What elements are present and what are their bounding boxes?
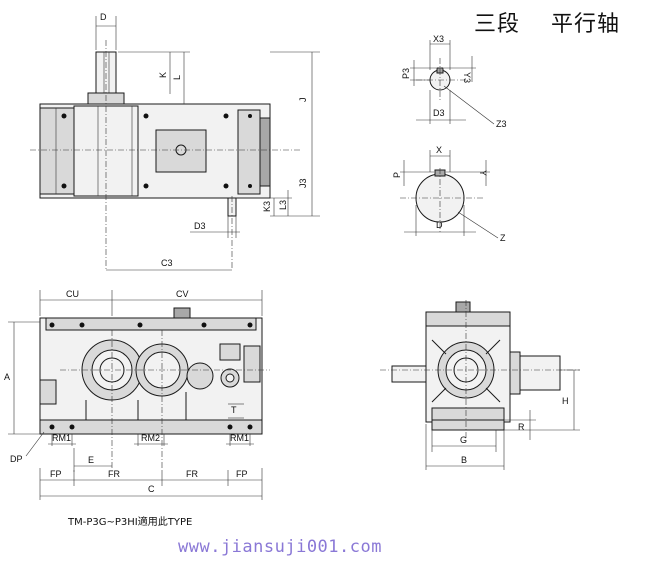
dim-Y: Y [478,170,488,176]
dim-L: L [172,75,182,80]
gear-bore-3 [186,362,214,390]
dim-Y3: Y3 [462,72,472,83]
dim-Z: Z [500,233,506,243]
dim-Z3: Z3 [496,119,507,129]
top-view: D K L J J3 K3 L3 D3 [30,12,320,271]
dim-J: J [298,98,308,103]
dim-RM1-right: RM1 [230,433,249,443]
breather-plug [173,307,191,319]
dim-E: E [88,455,94,465]
shaft-detail-small: X3 Y3 P3 D3 Z3 [401,34,507,129]
dim-T: T [231,405,237,415]
dim-P: P [392,172,402,178]
dim-L3: L3 [278,200,288,210]
dim-FR-left: FR [108,469,120,479]
dim-D: D [100,12,107,22]
dim-H: H [562,396,569,406]
dim-FP-right: FP [236,469,248,479]
dim-D-large: D [436,220,443,230]
dim-K: K [158,72,168,78]
watermark-url: www.jiansuji001.com [178,537,382,557]
front-view: CU CV A RM1 RM2 RM1 T [4,289,270,500]
dim-K3: K3 [262,201,272,212]
dim-RM2: RM2 [141,433,160,443]
drawing-title: 三段 平行轴 [474,12,620,37]
dim-FR-right: FR [186,469,198,479]
dim-C: C [148,484,155,494]
left-cover [39,107,75,195]
applicable-models-caption: TM-P3G~P3HI適用此TYPE [68,517,193,528]
dim-P3: P3 [401,68,411,79]
dim-D3-small: D3 [433,108,445,118]
dim-A: A [4,372,10,382]
dim-DP: DP [10,454,23,464]
dim-D3: D3 [194,221,206,231]
side-view: H R G B [380,300,580,470]
inspection-cover [155,129,207,173]
dim-RM1-left: RM1 [52,433,71,443]
dim-R: R [518,422,525,432]
dim-X3: X3 [433,34,444,44]
dim-C3: C3 [161,258,173,268]
dim-CU: CU [66,289,79,299]
shaft-detail-large: X Y P D Z [392,145,506,243]
dim-B: B [461,455,467,465]
dim-CV: CV [176,289,189,299]
dim-J3: J3 [298,178,308,188]
dim-X: X [436,145,442,155]
dim-G: G [460,435,467,445]
dim-FP-left: FP [50,469,62,479]
input-shaft-side [391,365,427,383]
